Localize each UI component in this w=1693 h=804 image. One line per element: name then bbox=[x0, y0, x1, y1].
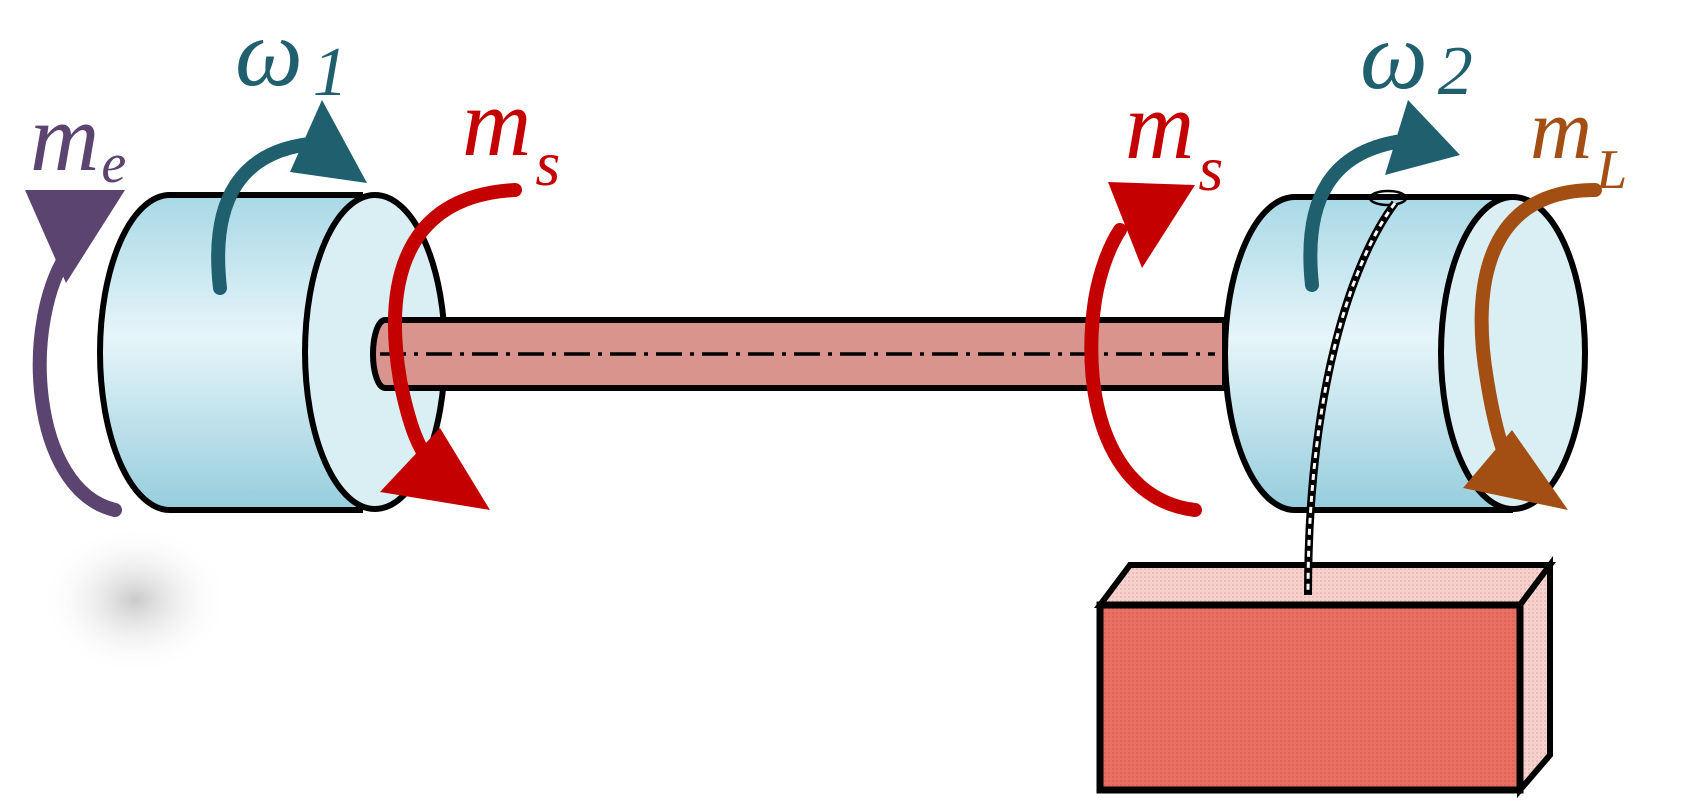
ms-left-label: ms bbox=[462, 69, 560, 199]
load-box bbox=[1094, 556, 1556, 799]
load-box-front bbox=[1096, 601, 1524, 794]
omega2-arrow bbox=[1303, 100, 1460, 292]
left-disk-body bbox=[97, 192, 363, 513]
right-disk-body bbox=[1222, 194, 1513, 513]
me-label: me bbox=[30, 84, 126, 195]
right-disk bbox=[1222, 189, 1588, 513]
right-disk-face bbox=[1438, 194, 1588, 512]
shadow bbox=[40, 525, 230, 675]
cable-pulley-top bbox=[1368, 189, 1408, 207]
shaft bbox=[370, 317, 1228, 391]
omega1-arrow bbox=[211, 100, 367, 295]
cable bbox=[1304, 200, 1399, 596]
ms-right-label: ms bbox=[1125, 72, 1223, 204]
mL-torque-arrow bbox=[1463, 183, 1602, 510]
load-box-side bbox=[1517, 556, 1553, 799]
mL-label: mL bbox=[1530, 81, 1627, 201]
ms-left-torque-arrow bbox=[380, 183, 522, 510]
ms-right-torque-arrow bbox=[1084, 182, 1202, 517]
me-torque-arrow bbox=[25, 190, 125, 517]
load-box-top bbox=[1094, 562, 1556, 608]
